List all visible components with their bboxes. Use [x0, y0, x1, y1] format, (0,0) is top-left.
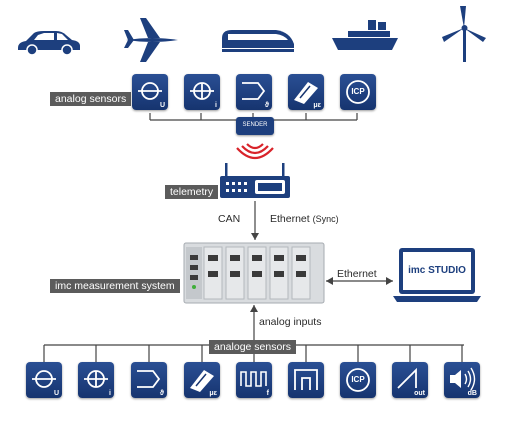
voltage-sensor-icon: U — [26, 362, 62, 398]
telemetry-label: telemetry — [165, 185, 219, 199]
ethernet-sync-text: Ethernet — [270, 213, 310, 225]
ship-icon — [332, 20, 398, 50]
laptop-icon — [393, 248, 481, 302]
analog-inputs-label: analog inputs — [259, 316, 322, 328]
train-icon — [222, 30, 294, 52]
sound-level-icon: dB — [444, 362, 480, 398]
frequency-sensor-icon: f — [236, 362, 272, 398]
icp-sensor-icon: ICP — [340, 362, 376, 398]
sensor-sub-label: με — [313, 102, 321, 109]
voltage-sensor-icon: U — [132, 74, 168, 110]
sensor-sub-label: ICP — [351, 375, 365, 384]
sender-label: SENDER — [242, 122, 268, 128]
analoge-sensors-label: analoge sensors — [209, 340, 297, 354]
analog-sensors-label: analog sensors — [50, 92, 132, 106]
digital-input-icon — [288, 362, 324, 398]
sender-module: SENDER — [236, 117, 274, 135]
sensor-sub-label: i — [109, 390, 111, 397]
imc-studio-label: imc STUDIO — [408, 265, 466, 276]
wind-turbine-icon — [442, 6, 486, 62]
sync-note: (Sync) — [312, 214, 339, 224]
sensor-sub-label: U — [159, 102, 165, 109]
measurement-system-device — [183, 242, 325, 304]
sensor-sub-label: out — [414, 390, 425, 397]
telemetry-device — [220, 163, 290, 198]
airplane-icon — [124, 18, 178, 62]
car-icon — [18, 31, 80, 56]
sensor-sub-label: dB — [467, 390, 477, 397]
analog-output-icon: out — [392, 362, 428, 398]
current-sensor-icon: i — [184, 74, 220, 110]
sensor-sub-label: i — [215, 102, 217, 109]
temperature-sensor-icon: ϑ — [236, 74, 272, 110]
sensor-sub-label: ICP — [351, 87, 365, 96]
sensor-sub-label: ϑ — [159, 390, 164, 397]
strain-gauge-icon: με — [288, 74, 324, 110]
radio-signal-icon — [236, 143, 274, 160]
sensor-sub-label: f — [266, 390, 269, 397]
sensor-sub-label: U — [53, 390, 59, 397]
strain-gauge-icon: με — [184, 362, 220, 398]
ethernet-label: Ethernet — [337, 268, 377, 280]
sensor-sub-label: ϑ — [264, 102, 269, 109]
current-sensor-icon: i — [78, 362, 114, 398]
icp-sensor-icon: ICP — [340, 74, 376, 110]
measurement-system-label: imc measurement system — [50, 279, 180, 293]
can-label: CAN — [218, 213, 241, 225]
sensor-sub-label: με — [209, 390, 217, 397]
ethernet-sync-label: Ethernet (Sync) — [270, 213, 339, 225]
temperature-sensor-icon: ϑ — [131, 362, 167, 398]
